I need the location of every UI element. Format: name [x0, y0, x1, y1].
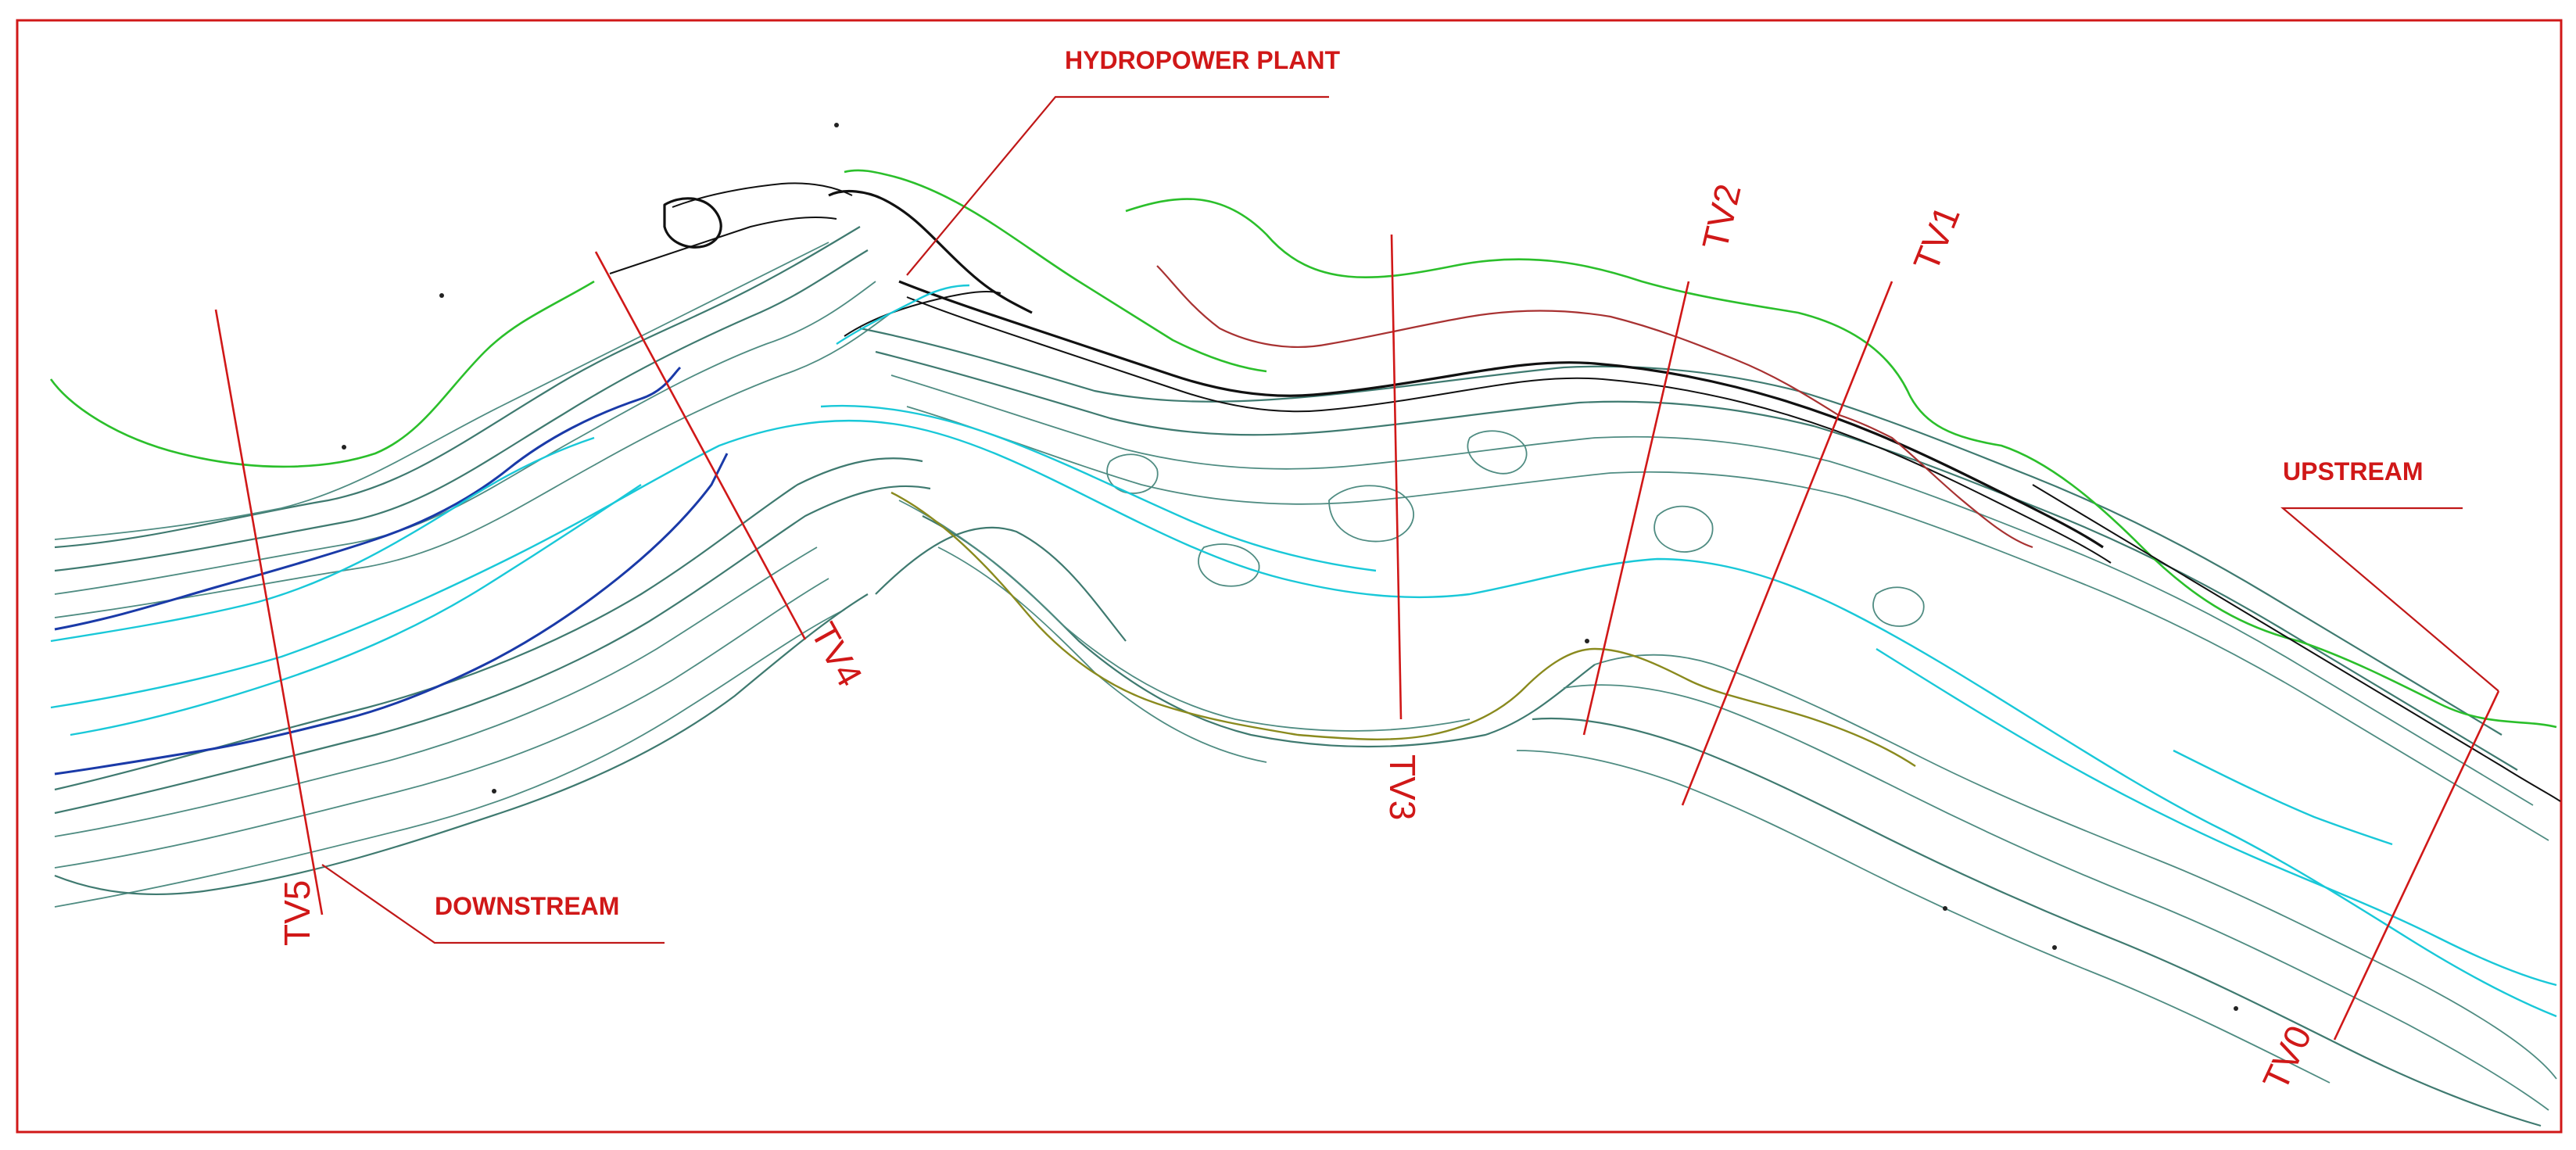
water-edges — [50, 404, 2557, 1018]
section-line-tv0 — [2333, 690, 2500, 1041]
cross-sections — [214, 234, 2500, 1041]
headrace-line — [1156, 265, 2033, 549]
terrain-edge-line — [890, 491, 1916, 767]
section-line-tv2 — [1582, 281, 1690, 736]
section-label-tv3: TV3 — [1382, 754, 1423, 820]
plant-water-edge — [836, 284, 970, 345]
vegetation-boundary — [49, 198, 2557, 729]
plant-channel — [844, 169, 1267, 373]
hydropower-leader — [906, 95, 1329, 276]
upstream-label: UPSTREAM — [2283, 457, 2424, 485]
section-label-tv0: TV0 — [2255, 1019, 2320, 1096]
section-line-tv4 — [594, 251, 807, 640]
section-label-tv5: TV5 — [277, 880, 317, 946]
survey-points — [342, 123, 2238, 1011]
downstream-leader — [321, 864, 665, 944]
section-line-tv5 — [214, 309, 324, 915]
upstream-leader — [2280, 507, 2499, 692]
section-label-tv2: TV2 — [1694, 180, 1749, 253]
river-banks — [54, 366, 729, 776]
section-line-tv3 — [1390, 234, 1403, 720]
hydropower-plant-label: HYDROPOWER PLANT — [1065, 46, 1340, 74]
section-label-tv1: TV1 — [1905, 200, 1968, 277]
section-line-tv1 — [1681, 281, 1893, 806]
callout-leaders — [321, 95, 2499, 944]
contour-lines — [54, 226, 2557, 1127]
section-labels: TV0 TV1 TV2 TV3 TV4 TV5 — [277, 180, 2320, 1096]
downstream-label: DOWNSTREAM — [435, 892, 619, 920]
map-frame — [16, 19, 2563, 1134]
access-road — [609, 182, 2561, 802]
